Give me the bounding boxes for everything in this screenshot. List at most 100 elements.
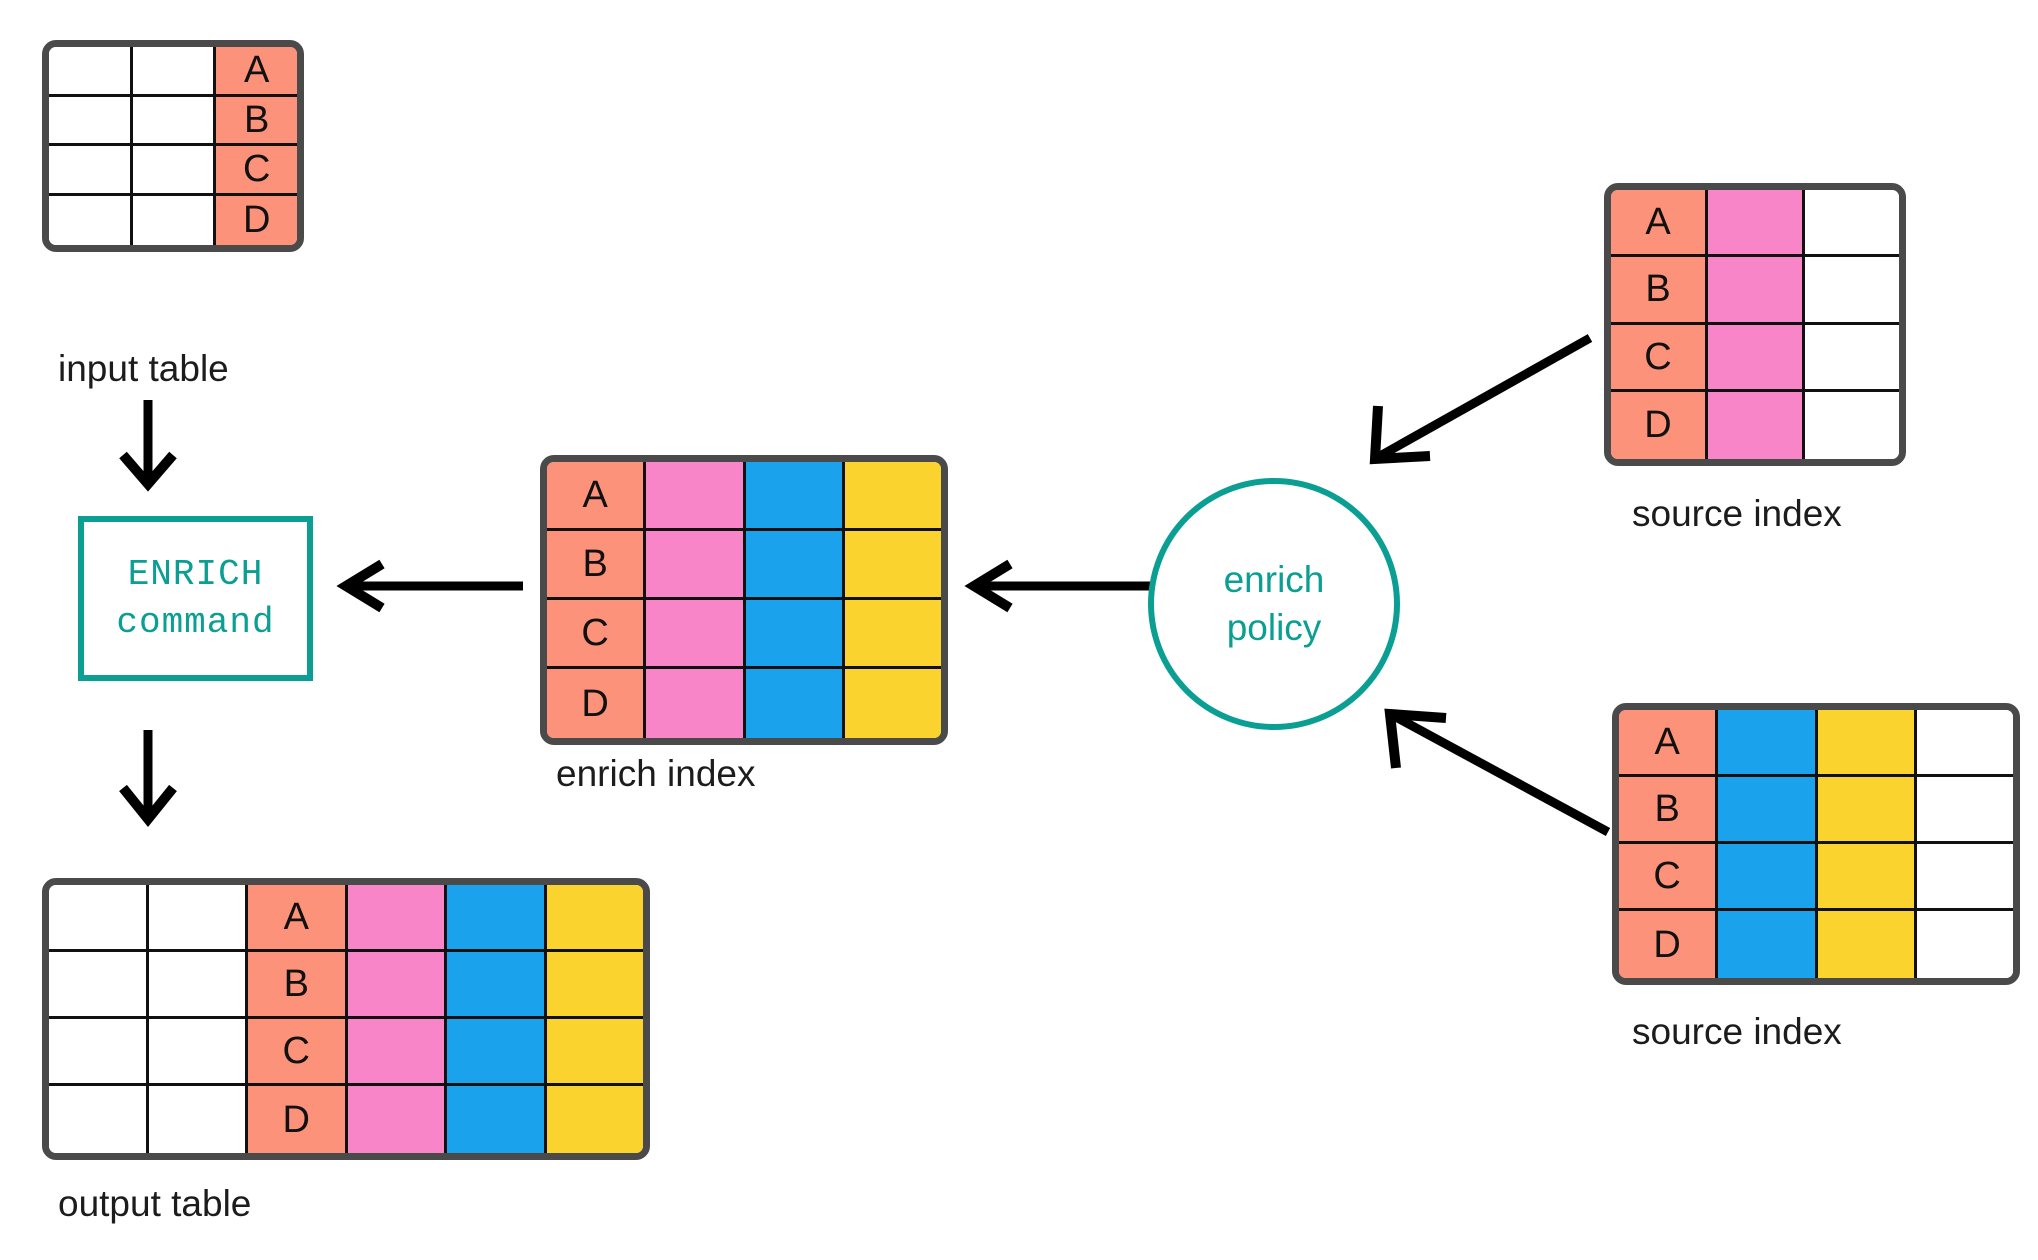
table-cell: [646, 531, 746, 600]
enrich-command-line-1: ENRICH: [127, 554, 264, 596]
table-row: C: [49, 146, 297, 196]
table-cell: [546, 1086, 643, 1153]
table-cell: [1817, 911, 1917, 978]
table-cell: [646, 462, 746, 531]
table-cell: [447, 952, 547, 1019]
source-index-top-table: A B C D: [1604, 183, 1906, 466]
table-row: D: [1619, 911, 2013, 978]
table-cell-key: C: [248, 1019, 348, 1086]
table-cell: [132, 195, 217, 245]
table-cell: [1708, 257, 1805, 325]
table-cell: [844, 669, 941, 738]
table-cell: [49, 1019, 149, 1086]
table-cell-key: C: [1619, 844, 1719, 911]
table-row: C: [1611, 324, 1899, 392]
table-cell: [844, 531, 941, 600]
table-cell: [1805, 391, 1899, 459]
enrich-command-line-2: command: [116, 601, 275, 643]
source-index-top-caption: source index: [1632, 493, 1842, 534]
table-cell: [49, 47, 133, 97]
table-cell: [1718, 844, 1818, 911]
table-cell: [745, 531, 845, 600]
enrich-policy-line-2: policy: [1226, 607, 1322, 648]
table-row: D: [1611, 391, 1899, 459]
table-cell: [347, 1019, 447, 1086]
table-cell: [49, 195, 133, 245]
table-cell: [447, 1019, 547, 1086]
table-cell: [1916, 844, 2013, 911]
source-index-bottom-caption: source index: [1632, 1011, 1842, 1052]
table-cell: [745, 462, 845, 531]
arrow-source-index-top-to-policy: [1369, 334, 1593, 465]
table-cell: [347, 1086, 447, 1153]
table-cell: [1805, 257, 1899, 325]
table-row: A: [547, 462, 941, 531]
table-cell: [1916, 777, 2013, 844]
table-cell-key: C: [216, 146, 297, 196]
enrich-index-table: A B C D: [540, 455, 948, 745]
table-row: C: [547, 600, 941, 669]
table-cell: [132, 146, 217, 196]
table-cell: [148, 1086, 248, 1153]
table-cell: [132, 47, 217, 97]
table-cell: [1817, 777, 1917, 844]
table-cell-key: A: [216, 47, 297, 97]
table-cell: [49, 885, 149, 952]
table-cell: [546, 885, 643, 952]
input-table: A B C D: [42, 40, 304, 252]
table-row: B: [547, 531, 941, 600]
table-cell: [1718, 911, 1818, 978]
table-cell: [1805, 190, 1899, 258]
table-cell: [447, 885, 547, 952]
table-cell: [1718, 710, 1818, 777]
table-row: B: [1619, 777, 2013, 844]
table-row: A: [49, 47, 297, 97]
table-row: C: [1619, 844, 2013, 911]
table-cell-key: B: [1619, 777, 1719, 844]
arrow-enrich-index-to-command: [336, 559, 523, 613]
table-row: A: [49, 885, 643, 952]
table-cell-key: B: [248, 952, 348, 1019]
table-cell: [546, 952, 643, 1019]
enrich-index-caption: enrich index: [556, 753, 756, 794]
table-cell-key: B: [216, 96, 297, 146]
table-cell-key: B: [547, 531, 647, 600]
table-cell: [148, 885, 248, 952]
table-cell: [1916, 710, 2013, 777]
table-cell: [49, 96, 133, 146]
table-row: A: [1619, 710, 2013, 777]
table-cell-key: B: [1611, 257, 1708, 325]
table-cell-key: C: [547, 600, 647, 669]
table-cell: [844, 462, 941, 531]
table-cell: [745, 669, 845, 738]
table-cell: [1718, 777, 1818, 844]
table-cell-key: D: [1619, 911, 1719, 978]
table-cell: [1708, 190, 1805, 258]
table-cell: [1817, 844, 1917, 911]
enrich-policy-circle[interactable]: enrich policy: [1148, 478, 1400, 730]
enrich-command-box[interactable]: ENRICH command: [78, 516, 313, 681]
table-cell: [49, 146, 133, 196]
table-cell-key: D: [248, 1086, 348, 1153]
output-table-caption: output table: [58, 1183, 252, 1224]
table-cell: [49, 1086, 149, 1153]
table-row: B: [49, 952, 643, 1019]
table-cell: [1916, 911, 2013, 978]
table-row: D: [49, 195, 297, 245]
output-table: A B C D: [42, 878, 650, 1160]
table-row: A: [1611, 190, 1899, 258]
table-cell: [447, 1086, 547, 1153]
table-cell-key: D: [216, 195, 297, 245]
arrow-policy-to-enrich-index: [964, 559, 1151, 613]
table-cell: [546, 1019, 643, 1086]
table-cell-key: D: [547, 669, 647, 738]
table-cell-key: A: [547, 462, 647, 531]
table-cell: [646, 600, 746, 669]
table-cell: [844, 600, 941, 669]
table-cell-key: D: [1611, 391, 1708, 459]
source-index-bottom-table: A B C D: [1612, 703, 2020, 985]
table-cell: [132, 96, 217, 146]
enrich-policy-line-1: enrich: [1223, 558, 1325, 600]
table-cell: [646, 669, 746, 738]
